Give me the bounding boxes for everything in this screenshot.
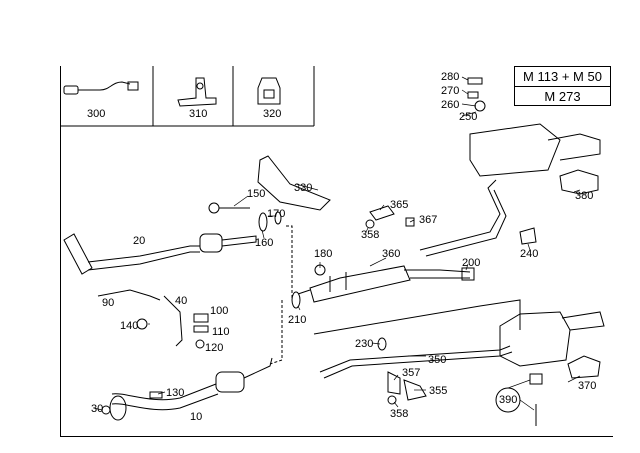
bolt-130 xyxy=(149,391,163,399)
callout-357: 357 xyxy=(402,367,421,379)
callout-260: 260 xyxy=(441,99,460,111)
bracket-40 xyxy=(163,295,183,347)
bolt-150 xyxy=(208,202,250,214)
callout-240: 240 xyxy=(520,248,539,260)
inset-label-300: 300 xyxy=(87,108,106,120)
washer-270 xyxy=(467,91,479,99)
divider-lower xyxy=(313,299,521,335)
callout-350: 350 xyxy=(428,354,447,366)
callout-358-bottom: 358 xyxy=(390,408,409,420)
hanger-355 xyxy=(403,379,427,401)
callout-130: 130 xyxy=(166,387,185,399)
engine-model-box: M 113 + M 50 M 273 xyxy=(514,66,611,106)
callout-10: 10 xyxy=(190,411,203,423)
callout-355: 355 xyxy=(429,385,448,397)
clip-100 xyxy=(193,313,209,323)
bracket-310 xyxy=(177,77,217,107)
callout-140: 140 xyxy=(120,320,139,332)
callout-90: 90 xyxy=(102,297,115,309)
rubber-mount-320 xyxy=(257,77,281,105)
callout-330: 330 xyxy=(294,182,313,194)
pipe-lower-350 xyxy=(319,345,511,373)
front-pipe-20 xyxy=(63,233,257,275)
oxygen-sensor-300 xyxy=(63,81,139,95)
bracket-90 xyxy=(97,289,161,301)
bracket-390-part xyxy=(529,373,543,385)
callout-200: 200 xyxy=(462,257,481,269)
callout-160: 160 xyxy=(255,237,274,249)
clip-367 xyxy=(405,217,415,227)
callout-367: 367 xyxy=(419,214,438,226)
callout-360: 360 xyxy=(382,248,401,260)
callout-150: 150 xyxy=(247,188,266,200)
callout-180: 180 xyxy=(314,248,333,260)
callout-370: 370 xyxy=(578,380,597,392)
gasket-160 xyxy=(258,212,268,232)
middle-silencer-360 xyxy=(291,265,471,309)
callout-40: 40 xyxy=(175,295,188,307)
callout-280: 280 xyxy=(441,71,460,83)
diagram-frame xyxy=(60,66,613,437)
leader-lines xyxy=(93,76,581,411)
hanger-240 xyxy=(519,227,537,245)
callout-380: 380 xyxy=(575,190,594,202)
callout-210: 210 xyxy=(288,314,307,326)
callout-250: 250 xyxy=(459,111,478,123)
bolt-280 xyxy=(467,77,483,85)
callout-100: 100 xyxy=(210,305,229,317)
clamp-170 xyxy=(274,211,282,225)
mount-358-bottom xyxy=(387,395,397,405)
inset-label-320: 320 xyxy=(263,108,282,120)
tail-tip-380 xyxy=(559,169,599,195)
callout-170: 170 xyxy=(267,208,286,220)
engine-model-row1: M 113 + M 50 xyxy=(523,69,602,84)
heat-shield-330 xyxy=(257,155,331,211)
pipe-upper xyxy=(419,179,501,251)
mount-358-top xyxy=(365,219,375,229)
mount-357 xyxy=(387,371,401,395)
callout-30: 30 xyxy=(91,403,104,415)
callout-358-top: 358 xyxy=(361,229,380,241)
callout-390: 390 xyxy=(499,394,518,406)
clamp-200 xyxy=(461,267,475,281)
callout-270: 270 xyxy=(441,85,460,97)
rear-muffler-250 xyxy=(469,123,561,177)
bolt-120 xyxy=(195,339,205,349)
nut-140 xyxy=(136,318,148,330)
inset-label-310: 310 xyxy=(189,108,208,120)
mount-260 xyxy=(474,100,486,112)
engine-model-row2: M 273 xyxy=(515,86,610,106)
callout-110: 110 xyxy=(212,326,230,338)
callout-120: 120 xyxy=(205,342,224,354)
tail-tip-370 xyxy=(567,355,601,379)
clamp-210 xyxy=(291,291,301,309)
callout-20: 20 xyxy=(133,235,146,247)
callout-365: 365 xyxy=(390,199,409,211)
rear-muffler-lower xyxy=(499,311,571,367)
callout-230: 230 xyxy=(355,338,374,350)
clip-110 xyxy=(193,325,209,333)
